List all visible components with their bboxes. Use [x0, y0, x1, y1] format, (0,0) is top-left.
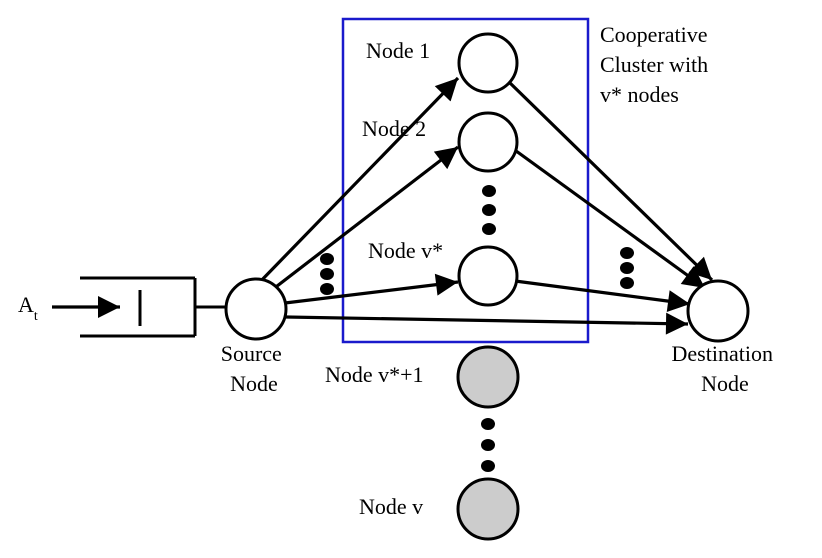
destination-node-label: Destination Node [672, 341, 779, 396]
edge-node-1-to-destination [507, 80, 714, 282]
edge-source-to-node-vstar [284, 273, 459, 305]
source-node-label-line-2: Node [230, 371, 278, 396]
source-node [224, 277, 288, 341]
destination-node-label-line-1: Destination [672, 341, 773, 366]
arrival-subscript: t [34, 309, 38, 324]
idle-node-vstar-plus-1 [456, 345, 520, 409]
cluster-label-line-3: v* nodes [600, 82, 679, 107]
relay-node-1 [457, 32, 519, 94]
ellipsis-dots-destination-edges [620, 247, 634, 289]
destination-node [686, 279, 750, 343]
relay-node-vstar [457, 245, 519, 307]
source-node-label: Source Node [221, 341, 288, 396]
relay-node-1-label: Node 1 [366, 38, 430, 63]
ellipsis-dots-cluster [482, 185, 496, 235]
queue-buffer [80, 276, 197, 338]
edge-source-to-node-1 [254, 76, 460, 288]
edge-node-vstar-to-destination [514, 279, 691, 313]
arrival-label: At [18, 292, 38, 324]
source-node-label-line-1: Source [221, 341, 282, 366]
relay-node-2 [457, 111, 519, 173]
ellipsis-dots-source-edges [320, 253, 334, 295]
destination-node-label-line-2: Node [701, 371, 749, 396]
edge-node-2-to-destination [511, 146, 706, 290]
relay-node-vstar-label: Node v* [368, 238, 443, 263]
cluster-label-line-1: Cooperative [600, 22, 708, 47]
relay-node-2-label: Node 2 [362, 116, 426, 141]
idle-node-v-label: Node v [359, 494, 423, 519]
cluster-label-line-2: Cluster with [600, 52, 708, 77]
idle-node-vstar-plus-1-label: Node v*+1 [325, 362, 424, 387]
edge-source-to-destination [285, 312, 689, 335]
edge-source-to-node-2 [267, 145, 459, 295]
idle-node-v [456, 477, 520, 541]
cluster-label: Cooperative Cluster with v* nodes [600, 22, 714, 107]
cooperative-cluster-box [341, 17, 590, 344]
ellipsis-dots-idle-nodes [481, 418, 495, 472]
